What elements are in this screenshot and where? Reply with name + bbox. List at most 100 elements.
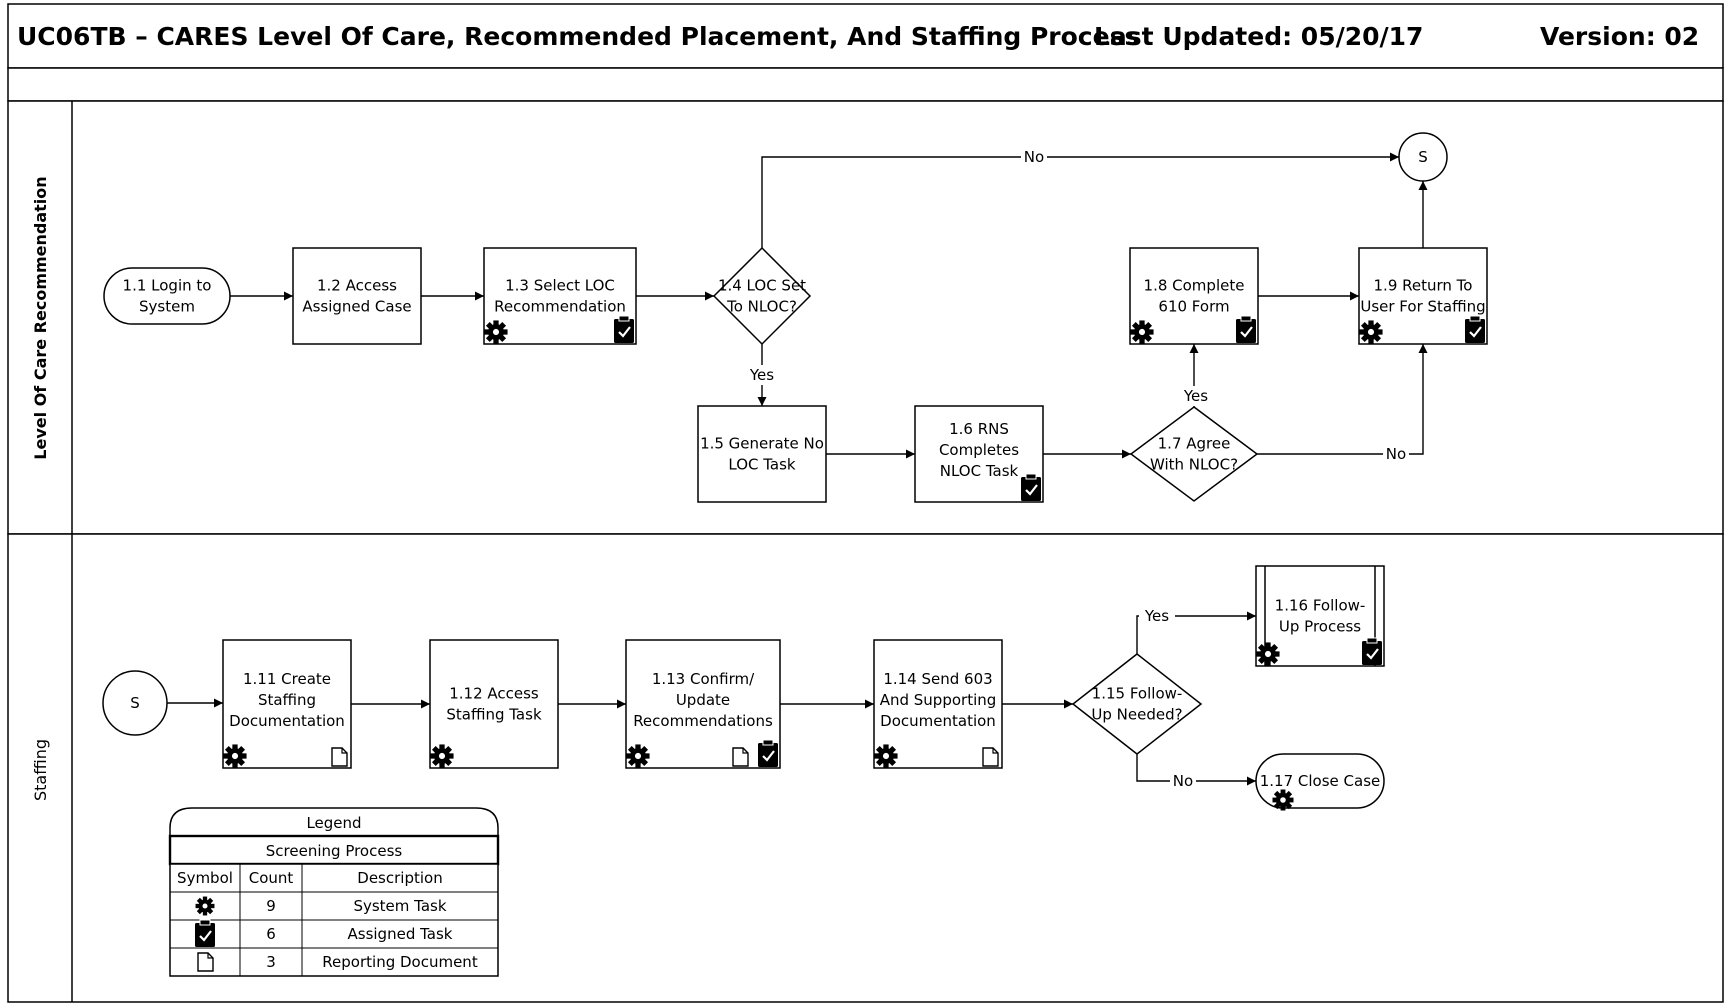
node-shape [103, 267, 231, 325]
edge-label-bg [1170, 771, 1196, 791]
node-text: Staffing Task [446, 706, 542, 724]
node-n1_5: 1.5 Generate No LOC Task [697, 405, 827, 503]
node-text: Documentation [880, 712, 996, 730]
edge-line [1136, 754, 1256, 786]
node-n1_1: 1.1 Login to System [103, 267, 231, 325]
edge-label-bg [1178, 386, 1214, 406]
assigned-task-icon [758, 739, 778, 767]
node-text: 1.5 Generate No [700, 435, 824, 453]
assigned-task-icon [195, 919, 215, 947]
node-text: 1.3 Select LOC [505, 277, 615, 295]
gear-icon [195, 896, 215, 916]
node-n1_17: 1.17 Close Case [1255, 753, 1385, 811]
node-text: Completes [939, 441, 1019, 459]
node-text: 1.16 Follow- [1275, 597, 1366, 615]
node-text: 1.11 Create [243, 670, 331, 688]
edge-n1_15-to-n1_17: No [1136, 754, 1256, 791]
document-icon [331, 747, 348, 767]
legend-subtitle-cell [168, 834, 500, 866]
node-text: 1.9 Return To [1374, 277, 1473, 295]
node-text: System [139, 298, 195, 316]
edge-line [1136, 611, 1256, 654]
edge-label-bg [1383, 444, 1409, 464]
assigned-task-icon [1236, 315, 1256, 343]
edge-line [1257, 344, 1428, 455]
node-text: And Supporting [880, 691, 997, 709]
legend-count: 6 [266, 925, 276, 943]
gear-icon [1272, 789, 1294, 811]
node-shape [697, 405, 827, 503]
swimlane-loc-label: Level Of Care Recommendation [31, 176, 50, 459]
assigned-task-icon [1021, 473, 1041, 501]
legend-subtitle: Screening Process [266, 842, 403, 860]
edge-label-bg [744, 365, 780, 385]
edge-n1_4-to-s_top: No [761, 147, 1399, 248]
node-shape [712, 246, 812, 346]
legend-column-header: Symbol [177, 869, 233, 887]
gear-icon [484, 320, 508, 344]
gear-icon [430, 744, 454, 768]
document-icon [732, 747, 749, 767]
node-text: Recommendations [633, 712, 773, 730]
node-shape [429, 639, 559, 769]
node-text: To NLOC? [726, 298, 797, 316]
legend-title: Legend [306, 814, 361, 832]
legend-title-cap [169, 807, 499, 836]
edge-label-bg [1021, 147, 1047, 167]
document-icon [197, 952, 214, 972]
node-shape [1129, 406, 1259, 502]
edge-line [761, 152, 1399, 248]
gear-icon [1359, 320, 1383, 344]
node-shape [625, 639, 781, 769]
edge-n1_15-to-n1_16: Yes [1136, 606, 1256, 654]
node-text: Documentation [229, 712, 345, 730]
node-text: Assigned Case [302, 298, 411, 316]
node-text: 1.1 Login to [123, 277, 212, 295]
node-text: Recommendation [494, 298, 626, 316]
node-text: S [130, 694, 140, 712]
node-n1_15: 1.15 Follow-Up Needed? [1071, 653, 1203, 755]
edge-n1_7-to-n1_9: No [1257, 344, 1428, 464]
document-icon [982, 747, 999, 767]
edge-label: Yes [749, 366, 774, 384]
node-shape [222, 639, 352, 769]
node-text: 1.2 Access [317, 277, 397, 295]
node-text: Staffing [258, 691, 316, 709]
node-text: 1.7 Agree [1158, 435, 1231, 453]
node-shape [1071, 653, 1203, 755]
swimlane-staffing-label: Staffing [31, 739, 50, 801]
header-spacer-row [7, 67, 1724, 102]
diagram-title: UC06TB – CARES Level Of Care, Recommende… [17, 22, 1139, 51]
edge-label: No [1173, 772, 1193, 790]
assigned-task-icon [614, 315, 634, 343]
node-n1_3: 1.3 Select LOC Recommendation [483, 247, 637, 345]
node-text: LOC Task [728, 456, 796, 474]
legend-description: System Task [353, 897, 446, 915]
node-s_bot: S [102, 670, 168, 736]
gear-icon [626, 744, 650, 768]
edge-n1_4-to-n1_5: Yes [744, 344, 780, 406]
gear-icon [1256, 642, 1280, 666]
node-text: NLOC Task [940, 462, 1019, 480]
node-text: 1.12 Access [449, 685, 539, 703]
node-shape [292, 247, 422, 345]
edge-label: No [1386, 445, 1406, 463]
node-text: 1.15 Follow- [1092, 685, 1183, 703]
header-frame [7, 3, 1724, 69]
node-text: 1.13 Confirm/ [652, 670, 755, 688]
